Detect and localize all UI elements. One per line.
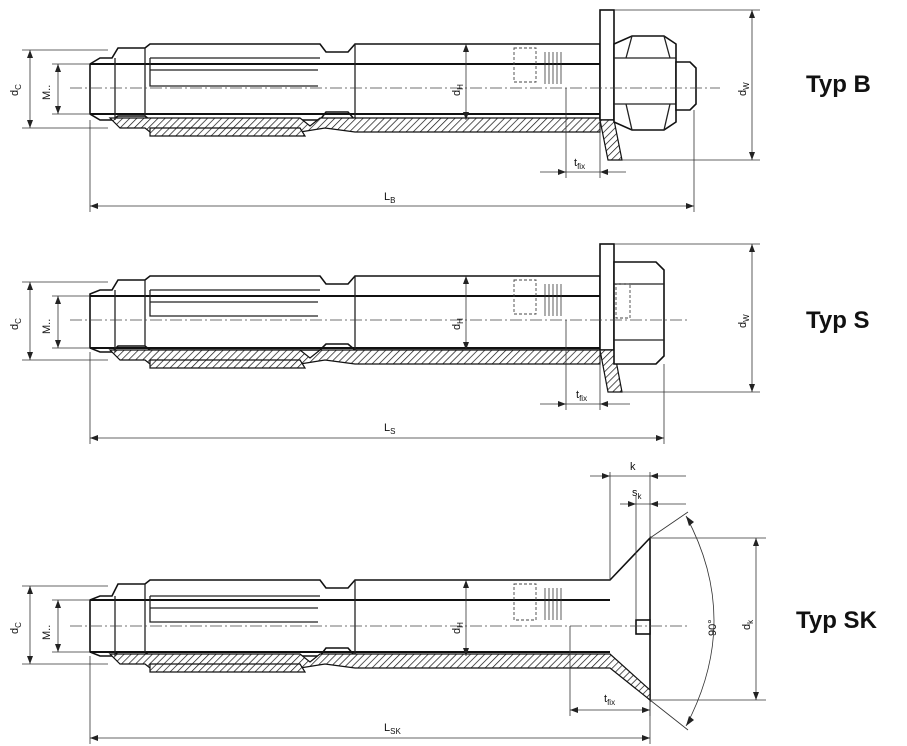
svg-text:dH: dH xyxy=(451,622,465,634)
dim-dw: dW xyxy=(614,9,760,161)
dim-k-label: k xyxy=(630,461,636,473)
dim-dh-base: d xyxy=(451,628,463,634)
thread-marks xyxy=(544,588,562,620)
figure-typ-s: dC M.. dH dW xyxy=(9,243,870,444)
dim-dc-base: d xyxy=(9,90,21,96)
dim-l: LB xyxy=(89,110,695,212)
dim-dh-base: d xyxy=(451,324,463,330)
dim-dc-sub: C xyxy=(14,318,23,324)
dim-tfix-sub: fix xyxy=(607,698,615,707)
svg-text:dH: dH xyxy=(451,84,465,96)
dim-dk: dk xyxy=(650,537,766,701)
type-label-s: Typ S xyxy=(806,307,870,334)
thread-marks xyxy=(544,284,562,316)
svg-text:dC: dC xyxy=(9,84,23,96)
dim-dh: dH xyxy=(451,580,469,656)
dim-m: M.. xyxy=(41,295,90,349)
dim-dw-base: d xyxy=(737,90,749,96)
dim-m-label: M.. xyxy=(41,319,53,334)
dim-l-base: L xyxy=(384,722,390,734)
dim-dh-base: d xyxy=(451,90,463,96)
dim-angle: 90° xyxy=(649,511,719,731)
dim-tfix-sub: fix xyxy=(577,162,585,171)
dim-dc: dC xyxy=(9,585,108,665)
dim-dw-sub: W xyxy=(742,314,751,322)
dim-tfix: tfix xyxy=(540,88,626,178)
dim-tfix: tfix xyxy=(540,320,630,410)
figure-typ-sk: dC M.. dH dk xyxy=(9,461,878,744)
dim-dc-sub: C xyxy=(14,622,23,628)
dim-l: LS xyxy=(89,352,665,444)
dim-l-base: L xyxy=(384,191,390,203)
type-label-b: Typ B xyxy=(806,71,871,98)
dim-dk-base: d xyxy=(741,624,753,630)
dim-dw-sub: W xyxy=(742,82,751,90)
dim-m-label: M.. xyxy=(41,625,53,640)
svg-text:LS: LS xyxy=(384,422,395,436)
dim-dh-sub: H xyxy=(456,84,465,90)
dim-l-sub: S xyxy=(390,427,395,436)
svg-text:dW: dW xyxy=(737,314,751,328)
svg-text:dC: dC xyxy=(9,622,23,634)
dim-tfix-base: t xyxy=(574,157,577,169)
dim-m: M.. xyxy=(41,63,90,115)
svg-text:dH: dH xyxy=(451,318,465,330)
dim-l-sub: B xyxy=(390,196,395,205)
svg-text:tfix: tfix xyxy=(604,693,615,707)
dim-m: M.. xyxy=(41,599,90,653)
dim-dh: dH xyxy=(451,44,469,120)
svg-text:dC: dC xyxy=(9,318,23,330)
svg-text:dW: dW xyxy=(737,82,751,96)
dim-l: LSK xyxy=(89,656,651,744)
svg-text:tfix: tfix xyxy=(576,389,587,403)
dim-tfix: tfix xyxy=(569,626,651,716)
dim-dc-base: d xyxy=(9,628,21,634)
type-label-sk: Typ SK xyxy=(796,607,878,634)
dim-tfix-base: t xyxy=(576,389,579,401)
dim-dc-sub: C xyxy=(14,84,23,90)
dim-sk: sk xyxy=(620,487,686,620)
svg-text:LSK: LSK xyxy=(384,722,401,736)
dim-angle-label: 90° xyxy=(707,619,719,636)
dim-tfix-sub: fix xyxy=(579,394,587,403)
dim-dw: dW xyxy=(614,243,760,393)
dim-dk-sub: k xyxy=(746,619,755,624)
dim-sk-base: s xyxy=(632,487,638,499)
dim-dw-base: d xyxy=(737,322,749,328)
anchor-body xyxy=(70,243,690,393)
dim-k: k xyxy=(590,461,686,580)
dim-m-label: M.. xyxy=(41,85,53,100)
dim-dc-base: d xyxy=(9,324,21,330)
svg-text:LB: LB xyxy=(384,191,395,205)
svg-text:dk: dk xyxy=(741,619,755,630)
thread-marks xyxy=(544,52,562,84)
dim-dh: dH xyxy=(451,276,469,350)
anchor-body xyxy=(70,9,720,161)
dim-dh-sub: H xyxy=(456,318,465,324)
svg-text:sk: sk xyxy=(632,487,643,501)
dim-dc: dC xyxy=(9,49,108,129)
dim-dh-sub: H xyxy=(456,622,465,628)
svg-text:tfix: tfix xyxy=(574,157,585,171)
dim-l-sub: SK xyxy=(390,727,401,736)
dim-sk-sub: k xyxy=(638,492,643,501)
dim-l-base: L xyxy=(384,422,390,434)
dim-dc: dC xyxy=(9,281,108,361)
dim-tfix-base: t xyxy=(604,693,607,705)
figure-typ-b: dC M.. dH dW xyxy=(9,9,871,212)
anchor-body xyxy=(70,536,690,703)
